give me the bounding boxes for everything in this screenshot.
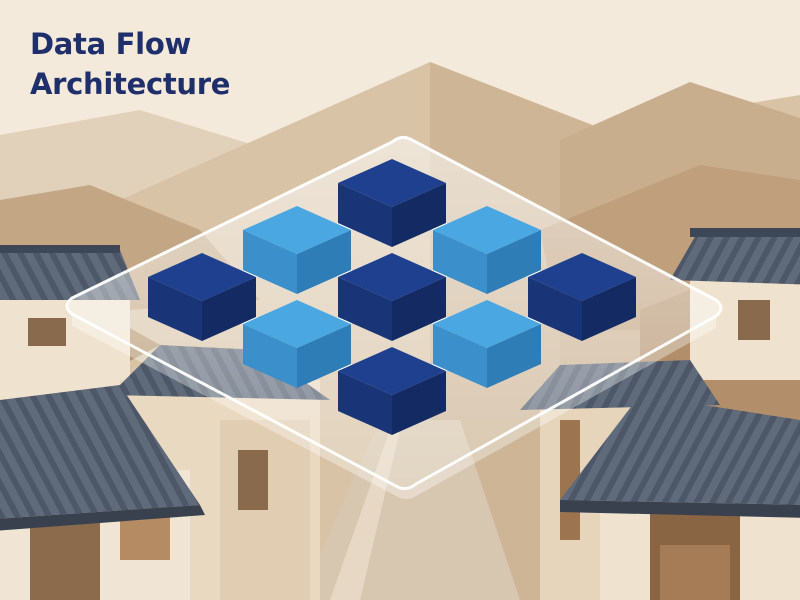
block-left-face bbox=[338, 371, 392, 435]
block-left-face bbox=[338, 183, 392, 247]
block-top-face bbox=[528, 253, 636, 301]
block-dark-r0c2 bbox=[528, 253, 636, 341]
block-left-face bbox=[528, 277, 582, 341]
block-left-face bbox=[243, 324, 297, 388]
block-right-face bbox=[392, 183, 446, 247]
houses-left bbox=[0, 245, 330, 600]
block-right-face bbox=[297, 230, 351, 294]
block-light-r2c1 bbox=[243, 300, 351, 388]
block-grid bbox=[148, 159, 636, 435]
block-dark-r1c1 bbox=[338, 253, 446, 341]
block-left-face bbox=[433, 230, 487, 294]
block-top-face bbox=[433, 206, 541, 254]
block-light-r1c2 bbox=[433, 300, 541, 388]
title-line-2: Architecture bbox=[30, 67, 231, 101]
block-left-face bbox=[433, 324, 487, 388]
block-left-face bbox=[338, 277, 392, 341]
block-dark-r2c2 bbox=[338, 347, 446, 435]
block-right-face bbox=[297, 324, 351, 388]
block-dark-r0c0 bbox=[338, 159, 446, 247]
block-top-face bbox=[338, 253, 446, 301]
block-right-face bbox=[487, 324, 541, 388]
houses-right bbox=[520, 228, 800, 600]
block-left-face bbox=[243, 230, 297, 294]
block-right-face bbox=[582, 277, 636, 341]
block-right-face bbox=[487, 230, 541, 294]
block-right-face bbox=[392, 371, 446, 435]
page-title: Data Flow Architecture bbox=[30, 24, 230, 104]
block-light-r0c1 bbox=[433, 206, 541, 294]
title-line-1: Data Flow bbox=[30, 27, 191, 61]
block-top-face bbox=[243, 300, 351, 348]
block-light-r1c0 bbox=[243, 206, 351, 294]
block-top-face bbox=[338, 159, 446, 207]
block-right-face bbox=[202, 277, 256, 341]
block-dark-r2c0 bbox=[148, 253, 256, 341]
block-left-face bbox=[148, 277, 202, 341]
block-right-face bbox=[392, 277, 446, 341]
block-top-face bbox=[243, 206, 351, 254]
block-top-face bbox=[148, 253, 256, 301]
block-top-face bbox=[338, 347, 446, 395]
block-top-face bbox=[433, 300, 541, 348]
